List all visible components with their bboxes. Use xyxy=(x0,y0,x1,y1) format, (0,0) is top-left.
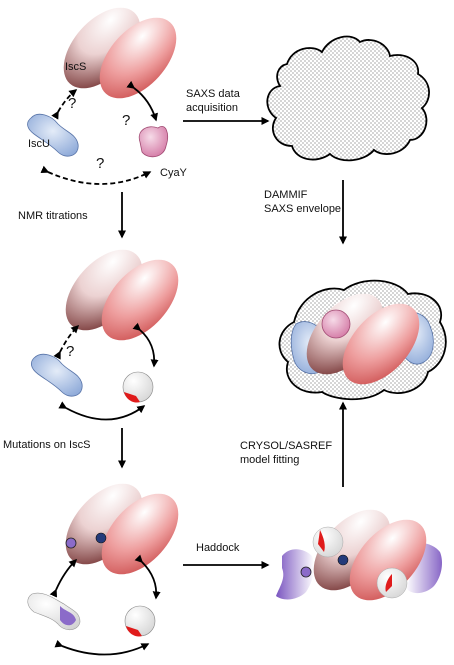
cyay-protein-panel3 xyxy=(124,605,156,637)
dammif-label-1: DAMMIF xyxy=(264,189,308,201)
interaction-arrows-panel1 xyxy=(40,80,158,185)
mutations-label: Mutations on IscS xyxy=(3,439,90,451)
iscs-label: IscS xyxy=(65,61,86,73)
crysol-label-2: model fitting xyxy=(240,454,299,466)
iscs-dimer-panel2 xyxy=(65,249,179,341)
mutation-site-purple xyxy=(65,537,77,549)
saxs-step-label-1: SAXS data xyxy=(186,88,241,100)
question-mark-2: ? xyxy=(122,112,130,129)
iscu-protein-panel1 xyxy=(27,113,79,157)
cyay-protein-panel2 xyxy=(122,371,154,403)
saxs-envelope xyxy=(266,35,430,162)
dammif-label-2: SAXS envelope xyxy=(264,203,341,215)
interaction-arrows-panel2 xyxy=(53,322,159,421)
iscu-protein-panel3 xyxy=(27,592,81,631)
cyay-label: CyaY xyxy=(160,167,188,179)
saxs-step-label-2: acquisition xyxy=(186,102,238,114)
nmr-label: NMR titrations xyxy=(18,210,88,222)
iscs-dimer-panel3 xyxy=(65,483,179,575)
iscu-label: IscU xyxy=(28,138,50,150)
question-mark-3: ? xyxy=(96,155,104,172)
iscs-dimer-panel1 xyxy=(63,7,177,99)
cyay-protein-panel1 xyxy=(138,126,168,158)
final-model-complex xyxy=(290,293,434,385)
mutation-site-navy xyxy=(95,532,107,544)
question-mark-1: ? xyxy=(68,95,76,112)
interaction-arrows-panel3 xyxy=(49,554,161,656)
haddock-label: Haddock xyxy=(196,542,240,554)
iscu-protein-panel2 xyxy=(30,353,83,397)
question-mark-4: ? xyxy=(66,343,74,360)
haddock-complex xyxy=(276,509,442,601)
crysol-label-1: CRYSOL/SASREF xyxy=(240,440,332,452)
